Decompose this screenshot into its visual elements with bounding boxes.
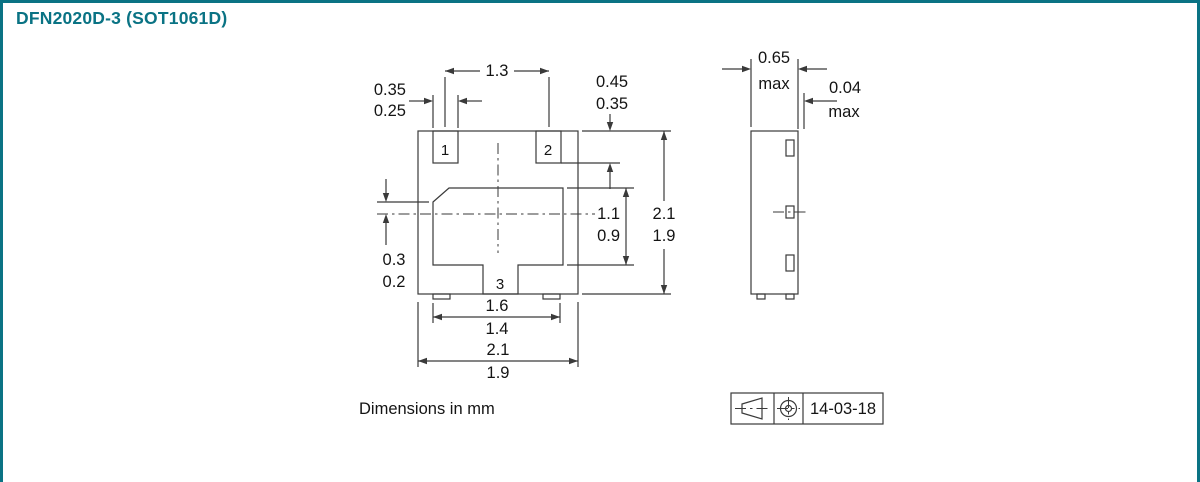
dim-pad-offset-max-value: 0.3 bbox=[383, 251, 406, 269]
dim-terminal-pitch-value: 1.3 bbox=[486, 62, 509, 80]
dim-thickness: 0.65 max bbox=[722, 49, 827, 129]
pin3-label: 3 bbox=[496, 276, 504, 293]
title-block-date: 14-03-18 bbox=[810, 400, 876, 418]
dim-terminal-width: 0.35 0.25 bbox=[374, 81, 482, 128]
dim-pad-span: 1.6 1.4 bbox=[432, 297, 561, 338]
dim-pad-height: 1.1 0.9 bbox=[567, 187, 634, 266]
dim-terminal-length: 0.45 0.35 bbox=[561, 73, 628, 189]
pin2-label: 2 bbox=[544, 142, 552, 159]
front-view: 1 2 3 1.3 0.35 0.25 bbox=[374, 62, 676, 382]
dim-terminal-width-max-value: 0.35 bbox=[374, 81, 406, 99]
dim-pad-height-max-value: 1.1 bbox=[597, 205, 620, 223]
dim-body-width-max-value: 2.1 bbox=[487, 341, 510, 359]
dim-body-height: 2.1 1.9 bbox=[582, 130, 676, 295]
dim-pad-span-min-value: 1.4 bbox=[486, 320, 509, 338]
dim-body-height-max-value: 2.1 bbox=[653, 205, 676, 223]
first-angle-projection-icon bbox=[735, 397, 769, 420]
dim-standoff-max-value: 0.04 bbox=[829, 79, 861, 97]
title-block: 14-03-18 bbox=[730, 392, 884, 425]
dim-standoff: 0.04 max bbox=[803, 79, 861, 129]
package-outline-drawing: 1 2 3 1.3 0.35 0.25 bbox=[359, 49, 884, 425]
side-body-outline bbox=[750, 130, 809, 300]
dim-terminal-length-max-value: 0.45 bbox=[596, 73, 628, 91]
dim-terminal-width-min-value: 0.25 bbox=[374, 102, 406, 120]
pin1-label: 1 bbox=[441, 142, 449, 159]
dimensions-note: Dimensions in mm bbox=[359, 400, 495, 418]
projection-circles-icon bbox=[777, 397, 800, 420]
dim-thickness-qualifier: max bbox=[758, 75, 790, 93]
dim-pad-offset-min-value: 0.2 bbox=[383, 273, 406, 291]
package-body-outline bbox=[377, 130, 595, 300]
dim-terminal-length-min-value: 0.35 bbox=[596, 95, 628, 113]
dim-thickness-max-value: 0.65 bbox=[758, 49, 790, 67]
page-title: DFN2020D-3 (SOT1061D) bbox=[16, 8, 228, 28]
dim-standoff-qualifier: max bbox=[828, 103, 860, 121]
dim-body-height-min-value: 1.9 bbox=[653, 227, 676, 245]
dim-body-width: 2.1 1.9 bbox=[417, 302, 579, 382]
dim-pad-height-min-value: 0.9 bbox=[597, 227, 620, 245]
dim-pad-offset: 0.3 0.2 bbox=[377, 179, 429, 291]
side-view: 0.65 max 0.04 max bbox=[722, 49, 861, 300]
dim-pad-span-max-value: 1.6 bbox=[486, 297, 509, 315]
dim-body-width-min-value: 1.9 bbox=[487, 364, 510, 382]
dim-terminal-pitch: 1.3 bbox=[444, 62, 550, 127]
